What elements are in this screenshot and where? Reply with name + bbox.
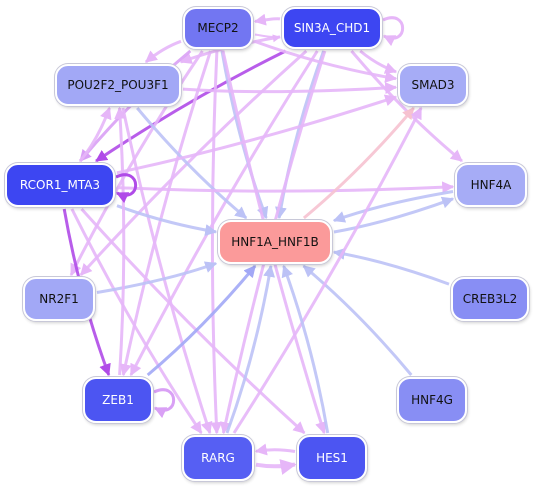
edge-pou2f2-pou3f1-to-rarg	[121, 107, 213, 435]
edge-mecp2-to-hnf1a-hnf1b	[220, 50, 269, 220]
node-rarg[interactable]: RARG	[182, 435, 254, 481]
edge-rarg-to-hnf1a-hnf1b	[225, 264, 276, 434]
edge-hnf4g-to-hnf1a-hnf1b	[302, 264, 413, 376]
node-creb3l2[interactable]: CREB3L2	[451, 277, 529, 321]
edge-rcor1-mta3-to-pou2f2-pou3f1	[78, 106, 112, 162]
edge-hes1-to-rarg	[254, 443, 296, 456]
edge-rcor1-mta3-to-hnf1a-hnf1b	[116, 204, 218, 237]
node-smad3[interactable]: SMAD3	[398, 64, 468, 106]
node-hnf4a[interactable]: HNF4A	[455, 163, 527, 207]
edge-sin3a-chd1-to-rcor1-mta3	[95, 49, 287, 163]
node-hes1[interactable]: HES1	[297, 435, 367, 481]
edge-sin3a-chd1-to-zeb1	[129, 50, 319, 377]
node-rcor1-mta3[interactable]: RCOR1_MTA3	[5, 163, 115, 207]
self-loop-sin3a-chd1	[382, 16, 405, 47]
edge-mecp2-to-smad3	[254, 40, 398, 83]
edge-hes1-to-hnf1a-hnf1b	[281, 264, 330, 434]
node-pou2f2-pou3f1[interactable]: POU2F2_POU3F1	[55, 64, 181, 106]
edge-creb3l2-to-hnf1a-hnf1b	[332, 247, 450, 286]
self-loop-rcor1-mta3	[115, 173, 138, 204]
edge-hnf1a-hnf1b-to-smad3	[302, 107, 415, 220]
edge-sin3a-chd1-to-smad3	[359, 49, 398, 74]
edge-nr2f1-to-hnf1a-hnf1b	[96, 261, 218, 294]
edge-pou2f2-pou3f1-to-smad3	[182, 82, 398, 94]
edge-sin3a-chd1-to-mecp2	[253, 13, 281, 26]
edge-zeb1-to-hnf1a-hnf1b	[146, 265, 257, 377]
edge-hnf1a-hnf1b-to-hnf4a	[333, 196, 455, 234]
node-hnf4g[interactable]: HNF4G	[397, 377, 467, 423]
node-sin3a-chd1[interactable]: SIN3A_CHD1	[282, 7, 382, 49]
node-nr2f1[interactable]: NR2F1	[23, 277, 95, 321]
edge-zeb1-to-pou2f2-pou3f1	[114, 106, 127, 376]
node-hnf1a-hnf1b[interactable]: HNF1A_HNF1B	[218, 220, 332, 264]
edge-rarg-to-smad3	[232, 106, 423, 434]
edge-sin3a-chd1-to-nr2f1	[79, 49, 308, 277]
edge-hnf4a-to-hnf1a-hnf1b	[332, 190, 454, 223]
edge-rcor1-mta3-to-rarg	[70, 208, 203, 434]
edge-rcor1-mta3-to-hnf4a	[116, 181, 455, 194]
edge-mecp2-to-zeb1	[119, 50, 212, 377]
edge-pou2f2-pou3f1-to-hnf1a-hnf1b	[136, 107, 248, 220]
node-mecp2[interactable]: MECP2	[183, 7, 253, 49]
edge-mecp2-to-pou2f2-pou3f1	[144, 39, 182, 64]
edge-rarg-to-hes1	[255, 459, 297, 475]
self-loop-zeb1	[153, 388, 176, 419]
edge-mecp2-to-rarg	[210, 50, 223, 435]
edge-rcor1-mta3-to-hes1	[80, 207, 306, 435]
edge-rcor1-mta3-to-smad3	[116, 94, 398, 175]
node-zeb1[interactable]: ZEB1	[83, 377, 153, 423]
